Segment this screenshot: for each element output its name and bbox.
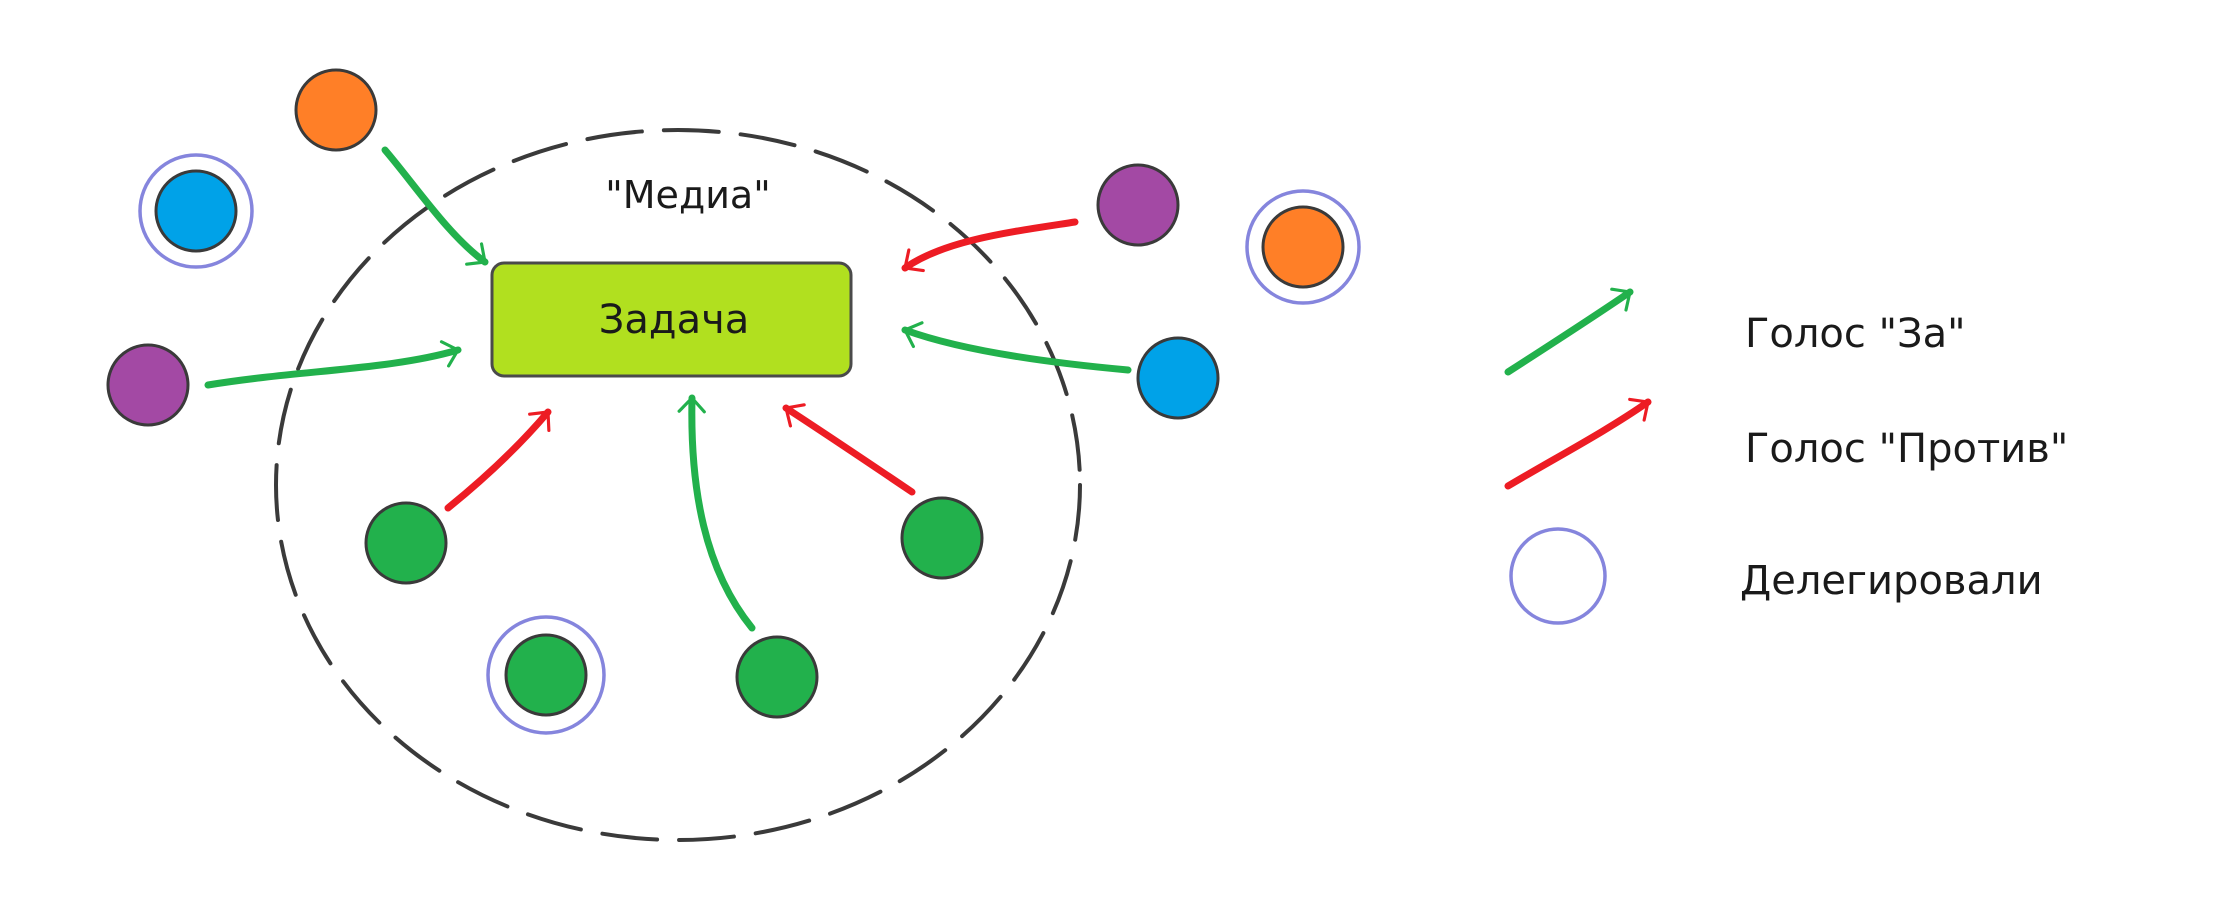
task-box bbox=[490, 261, 853, 378]
vote-against-arrow bbox=[901, 218, 1079, 273]
legend-delegated-label: Делегировали bbox=[1740, 558, 2043, 604]
participant-purple bbox=[106, 343, 190, 427]
vote-for-arrow bbox=[204, 340, 462, 389]
legend: Голос "За" Голос "Против" Делегировали bbox=[1504, 287, 2068, 625]
delegate-ring bbox=[138, 153, 254, 269]
legend-vote-for-arrow bbox=[1504, 287, 1634, 376]
participant-purple bbox=[1096, 163, 1180, 247]
delegate-ring bbox=[486, 615, 606, 735]
legend-vote-against-arrow bbox=[1504, 397, 1652, 490]
legend-vote-for-label: Голос "За" bbox=[1745, 311, 1966, 357]
legend-vote-against-label: Голос "Против" bbox=[1745, 426, 2068, 472]
participant-green bbox=[364, 501, 448, 585]
participant-blue bbox=[154, 169, 238, 253]
media-group-boundary bbox=[274, 128, 1082, 842]
vote-for-arrow bbox=[381, 146, 489, 266]
group-label: "Медиа" bbox=[605, 173, 770, 217]
legend-delegate-ring bbox=[1509, 527, 1607, 625]
vote-for-arrow bbox=[901, 321, 1132, 374]
delegate-ring bbox=[1245, 189, 1361, 305]
participant-green bbox=[735, 635, 819, 719]
participant-orange bbox=[294, 68, 378, 152]
participant-blue bbox=[1136, 336, 1220, 420]
vote-against-arrow bbox=[444, 408, 552, 512]
participant-green bbox=[900, 496, 984, 580]
task-label: Задача bbox=[599, 297, 749, 343]
vote-for-arrow bbox=[677, 394, 756, 632]
participant-orange bbox=[1261, 205, 1345, 289]
participant-green bbox=[504, 633, 588, 717]
vote-against-arrow bbox=[782, 403, 916, 496]
